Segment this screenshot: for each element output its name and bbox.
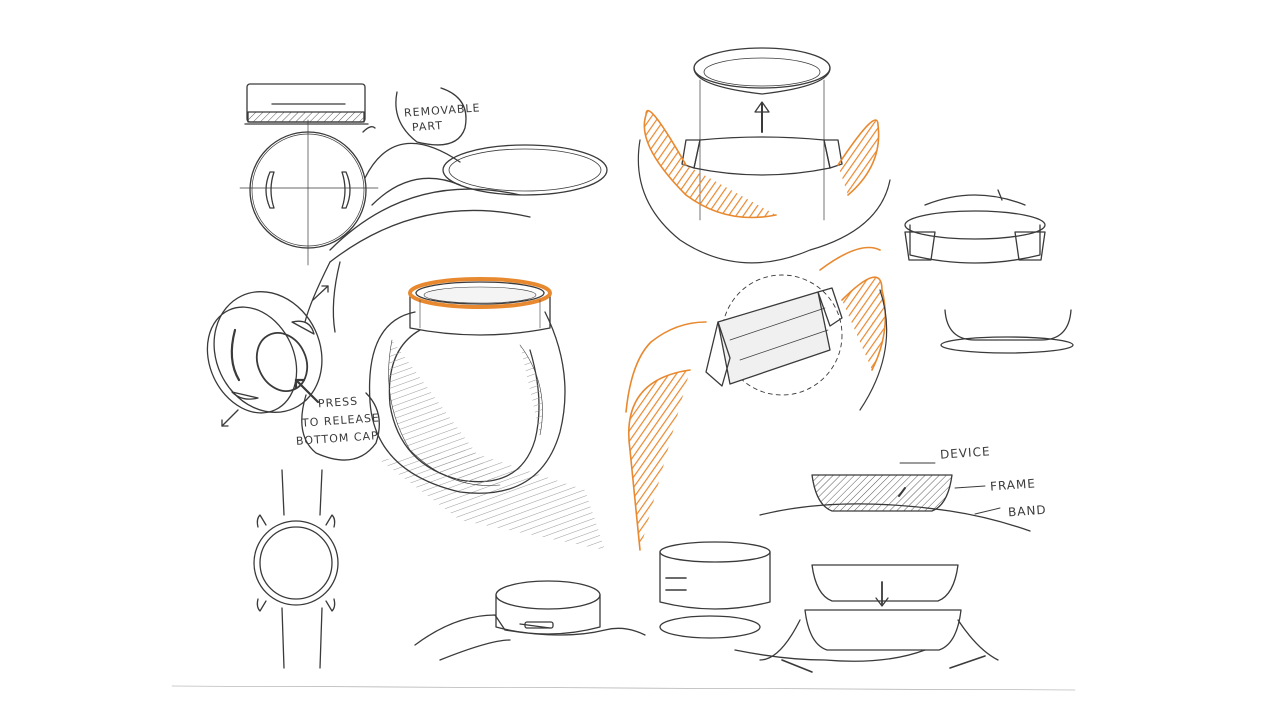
cylinder-and-ring-sketch	[659, 541, 771, 639]
framed-puck-sketch	[904, 189, 1046, 264]
front-view-watch-sketch	[253, 469, 339, 669]
underside-profile-sketch	[940, 309, 1074, 354]
wrist-module-sketch	[625, 246, 888, 551]
strap-sweep-sketch	[304, 142, 608, 333]
removable-part-label-line2: PART	[411, 118, 444, 135]
removable-part-sketch	[239, 83, 467, 266]
puck-on-strap-sketch	[414, 580, 646, 661]
press-label-line1: PRESS	[317, 394, 359, 411]
ring-watch-sketch	[368, 277, 605, 550]
band-label: BAND	[1007, 502, 1048, 520]
section-view-sketch	[734, 462, 1031, 673]
lifted-cap-sketch	[637, 47, 891, 264]
tilted-puck-sketch	[206, 285, 380, 461]
